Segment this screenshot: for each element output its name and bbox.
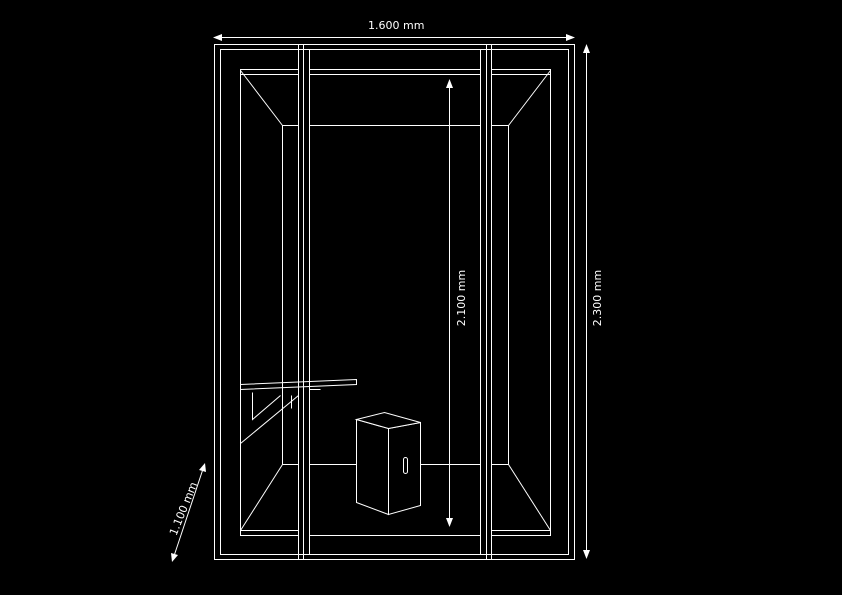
left-side-panel [240, 69, 299, 536]
desk-shelf [240, 378, 357, 444]
door-panel [309, 49, 481, 555]
depth-dimension [171, 463, 206, 562]
right-side-panel [491, 69, 551, 536]
inner-height-dimension [446, 79, 453, 527]
outer-height-label: 2.300 mm [591, 269, 604, 327]
width-label: 1.600 mm [368, 19, 425, 32]
width-dimension [213, 34, 575, 41]
inner-height-label: 2.100 mm [455, 269, 468, 327]
outer-height-dimension [583, 44, 590, 559]
stool [354, 411, 421, 516]
